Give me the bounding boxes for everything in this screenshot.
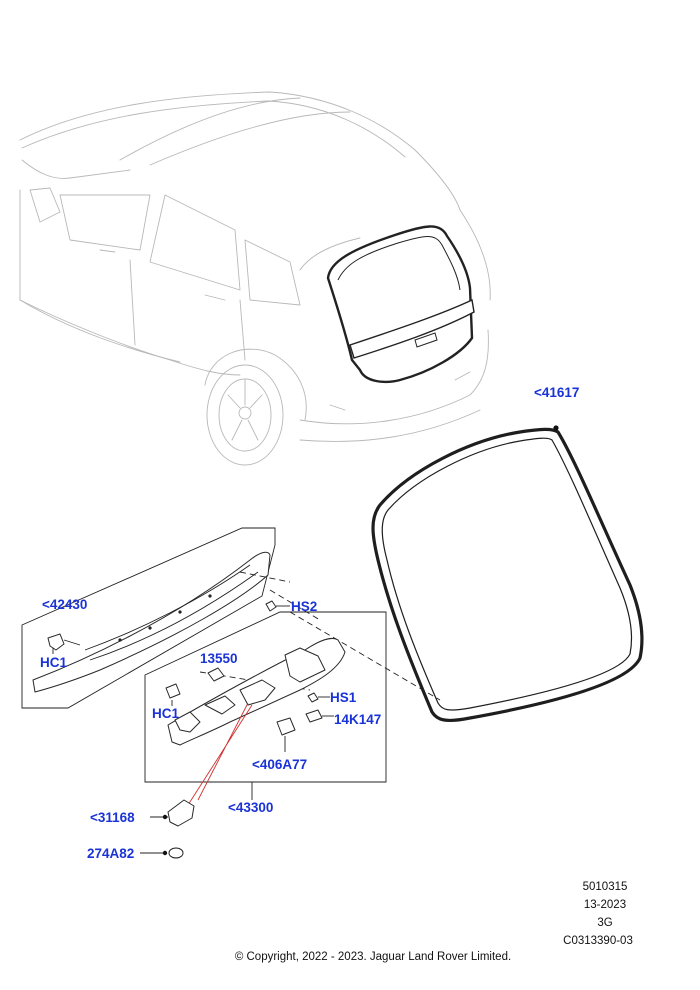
vehicle-illustration [19, 91, 491, 466]
callout-31168[interactable]: <31168 [90, 810, 135, 825]
dashed-connector-upper [239, 571, 321, 621]
callout-hs1[interactable]: HS1 [330, 690, 357, 705]
callout-406a77[interactable]: <406A77 [252, 757, 307, 772]
trim-panel-group [21, 527, 276, 709]
callout-hc1-top[interactable]: HC1 [40, 655, 67, 670]
illustration-id: C0313390-03 [563, 935, 633, 947]
part-31168 [150, 799, 195, 827]
callout-43300[interactable]: <43300 [228, 800, 273, 815]
tailgate-seal [371, 425, 644, 723]
reference-date: 13-2023 [584, 899, 626, 911]
callout-hc1-bottom[interactable]: HC1 [152, 706, 179, 721]
wiring-harness [187, 702, 253, 806]
callout-14k147[interactable]: 14K147 [334, 712, 381, 727]
reference-code: 3G [597, 917, 612, 929]
callout-41617[interactable]: <41617 [534, 385, 579, 400]
dashed-connector-seal [289, 611, 441, 701]
part-274a82 [140, 847, 184, 859]
callout-42430[interactable]: <42430 [42, 597, 87, 612]
panel-assembly-group [144, 600, 387, 783]
reference-number: 5010315 [583, 881, 628, 893]
callout-hs2[interactable]: HS2 [291, 599, 317, 614]
callout-274a82[interactable]: 274A82 [87, 846, 134, 861]
callout-13550[interactable]: 13550 [200, 651, 238, 666]
copyright-notice: © Copyright, 2022 - 2023. Jaguar Land Ro… [235, 951, 511, 963]
